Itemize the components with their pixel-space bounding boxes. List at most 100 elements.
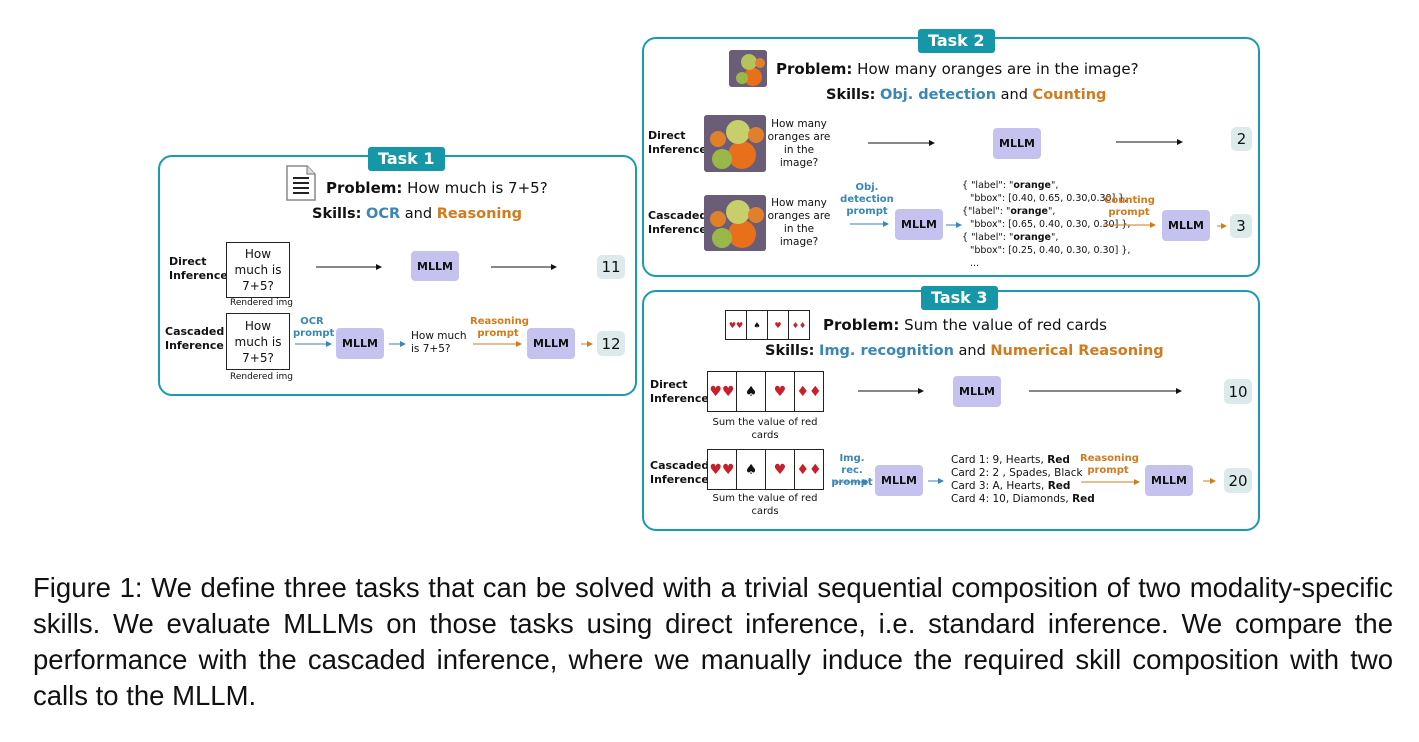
card-line-color: Red <box>1047 454 1070 466</box>
task2-title: Task 2 <box>918 29 995 53</box>
card-9-hearts: ♥♥ <box>708 450 737 489</box>
json-line: "bbox": [0.25, 0.40, 0.30, 0.30] }, <box>970 245 1131 256</box>
task2-skills: Skills: Obj. detection and Counting <box>826 87 1106 103</box>
card-line-text: Card 3: A, Hearts, <box>951 480 1048 492</box>
problem-label: Problem: <box>823 316 900 334</box>
card-line: Card 4: 10, Diamonds, Red <box>951 493 1095 506</box>
card-recognition-output: Card 1: 9, Hearts, Red Card 2: 2 , Spade… <box>951 454 1095 506</box>
detection-json-output: { "label": "orange", "bbox": [0.40, 0.65… <box>960 179 1130 270</box>
task3-cascaded-answer: 20 <box>1224 468 1252 493</box>
card-9-hearts: ♥♥ <box>708 372 737 411</box>
skill-reasoning: Reasoning <box>436 206 523 222</box>
task2-cascaded-answer: 3 <box>1230 214 1252 238</box>
card-2-spades: ♠ <box>737 372 766 411</box>
task1-rendered-img-direct: How much is 7+5? <box>226 242 290 298</box>
cards-thumbnail: ♥♥ ♠ ♥ ♦♦ <box>725 310 810 340</box>
task2-cascaded-label: Cascaded Inference <box>648 209 708 236</box>
card-a-hearts: ♥ <box>766 450 795 489</box>
skills-label: Skills: <box>312 206 362 222</box>
task2-problem: Problem: How many oranges are in the ima… <box>776 60 1139 78</box>
mllm-box: MLLM <box>895 209 943 240</box>
mllm-box: MLLM <box>993 128 1041 159</box>
mllm-box: MLLM <box>875 465 923 496</box>
problem-text: Sum the value of red cards <box>904 316 1107 334</box>
card-line: Card 1: 9, Hearts, Red <box>951 454 1095 467</box>
problem-text: How much is 7+5? <box>407 179 548 197</box>
skill-counting: Counting <box>1032 87 1107 103</box>
problem-label: Problem: <box>326 179 403 197</box>
card-line: Card 3: A, Hearts, Red <box>951 480 1095 493</box>
skill-img-recognition: Img. recognition <box>819 343 954 359</box>
mllm-box: MLLM <box>1145 465 1193 496</box>
mllm-box: MLLM <box>953 376 1001 407</box>
reasoning-prompt-label: Reasoning prompt <box>470 316 529 339</box>
ocr-prompt-label: OCR prompt <box>293 316 335 339</box>
mllm-box: MLLM <box>1162 210 1210 241</box>
card-10-diamonds: ♦♦ <box>791 320 807 330</box>
json-line: { "label": "orange", <box>962 232 1059 243</box>
task1-direct-answer: 11 <box>597 255 625 279</box>
task3-problem: Problem: Sum the value of red cards <box>823 316 1107 334</box>
card-10-diamonds: ♦♦ <box>796 461 822 478</box>
task2-direct-label: Direct Inference <box>648 129 707 156</box>
figure-caption: Figure 1: We define three tasks that can… <box>33 572 1393 711</box>
card-line-text: Card 4: 10, Diamonds, <box>951 493 1073 505</box>
fruit-image <box>704 115 766 172</box>
card-line: Card 2: 2 , Spades, Black <box>951 467 1095 480</box>
task3-direct-label: Direct Inference <box>650 378 709 405</box>
card-a-hearts: ♥ <box>768 311 789 339</box>
json-line: "bbox": [0.40, 0.65, 0.30,0.30] }, <box>970 193 1128 204</box>
cards-caption: Sum the value of red cards <box>712 493 818 517</box>
card-line-color: Red <box>1047 480 1071 492</box>
skill-obj-detection: Obj. detection <box>880 87 997 103</box>
mllm-box: MLLM <box>527 328 575 359</box>
card-line-text: Card 1: 9, Hearts, <box>951 454 1048 466</box>
fruit-image <box>704 195 766 251</box>
card-2-spades: ♠ <box>747 311 768 339</box>
skills-label: Skills: <box>826 87 876 103</box>
card-line-color: Red <box>1072 493 1095 505</box>
task1-problem: Problem: How much is 7+5? <box>326 179 548 197</box>
fruit-thumbnail <box>729 50 767 87</box>
card-a-hearts: ♥ <box>766 372 795 411</box>
skill-ocr: OCR <box>366 206 401 222</box>
cards-image: ♥♥ ♠ ♥ ♦♦ <box>707 449 824 490</box>
task2-question-cascaded: How many oranges are in the image? <box>767 197 831 248</box>
cards-image: ♥♥ ♠ ♥ ♦♦ <box>707 371 824 412</box>
json-line: {"label": "orange", <box>962 206 1056 217</box>
mllm-box: MLLM <box>411 251 459 281</box>
skill-numerical-reasoning: Numerical Reasoning <box>990 343 1164 359</box>
reasoning-prompt-label: Reasoning prompt <box>1080 453 1139 476</box>
card-2-spades: ♠ <box>737 450 766 489</box>
mllm-box: MLLM <box>336 328 384 359</box>
task2-question-direct: How many oranges are in the image? <box>767 118 831 169</box>
task1-direct-label: Direct Inference <box>169 255 228 282</box>
rendered-img-caption: Rendered img <box>230 298 293 308</box>
skills-label: Skills: <box>765 343 815 359</box>
and-word: and <box>1000 87 1028 103</box>
and-word: and <box>404 206 433 222</box>
task1-intermediate-text: How much is 7+5? <box>411 330 467 355</box>
json-line: "bbox": [0.65, 0.40, 0.30, 0.30] }, <box>970 219 1131 230</box>
task1-cascaded-label: Cascaded Inference <box>165 325 225 352</box>
card-9-hearts: ♥♥ <box>726 311 747 339</box>
document-icon <box>285 164 317 202</box>
json-line: ... <box>970 258 980 269</box>
task2-direct-answer: 2 <box>1231 127 1252 151</box>
counting-prompt-label: Counting prompt <box>1104 195 1155 218</box>
card-line-text: Card 2: 2 , Spades, Black <box>951 467 1083 479</box>
problem-text: How many oranges are in the image? <box>857 60 1139 78</box>
task1-skills: Skills: OCR and Reasoning <box>312 206 522 222</box>
task1-rendered-img-cascaded: How much is 7+5? <box>226 313 290 370</box>
task1-cascaded-answer: 12 <box>597 331 625 356</box>
and-word: and <box>958 343 986 359</box>
task3-direct-answer: 10 <box>1224 379 1252 404</box>
task3-title: Task 3 <box>921 286 998 310</box>
task3-cascaded-label: Cascaded Inference <box>650 459 710 486</box>
rendered-img-caption: Rendered img <box>230 372 293 382</box>
task1-title: Task 1 <box>368 147 445 171</box>
json-line: { "label": "orange", <box>962 180 1059 191</box>
problem-label: Problem: <box>776 60 853 78</box>
cards-caption: Sum the value of red cards <box>712 417 818 441</box>
